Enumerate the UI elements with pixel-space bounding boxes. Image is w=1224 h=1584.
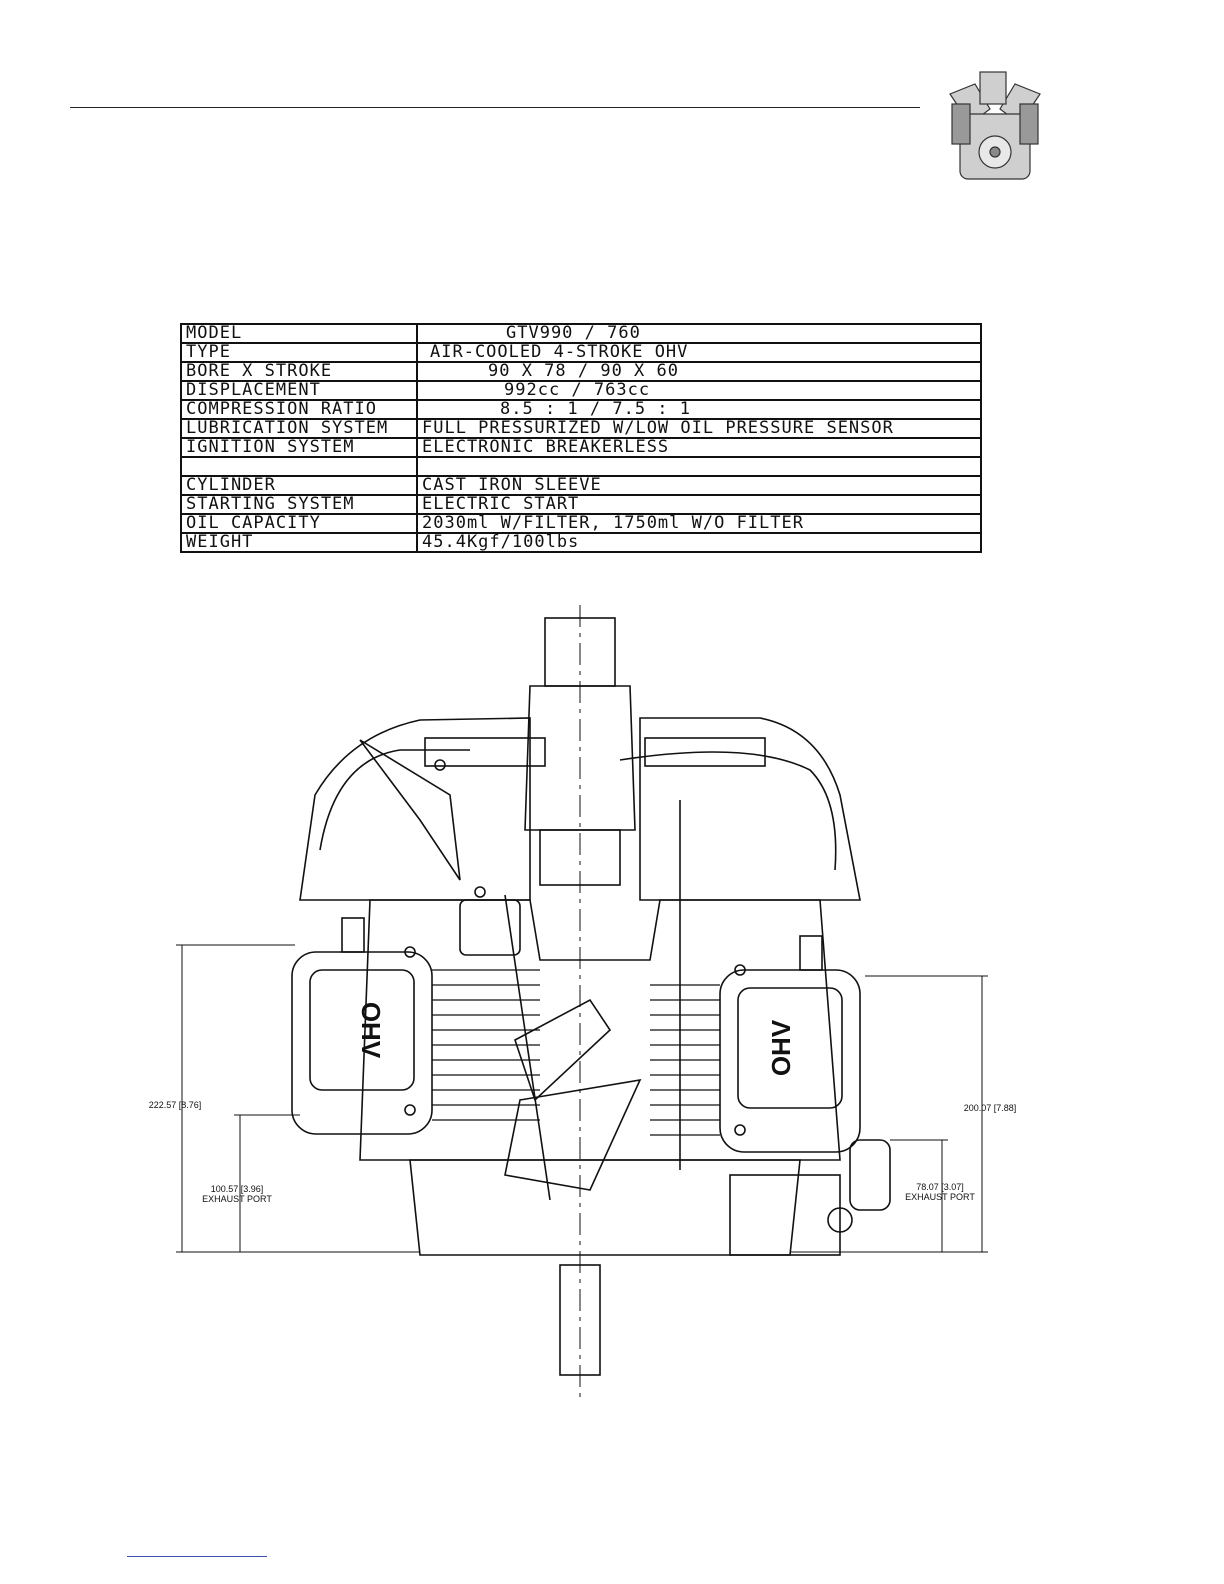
footer-link-rule <box>127 1556 267 1557</box>
table-row: OIL CAPACITY 2030ml W/FILTER, 1750ml W/O… <box>180 513 982 534</box>
valve-cover-label-left: OHV <box>356 1002 386 1059</box>
dim-right-overall: 200.07 [7.88] <box>963 1103 1017 1113</box>
spec-label: IGNITION SYSTEM <box>180 437 418 458</box>
spec-label: STARTING SYSTEM <box>180 494 418 515</box>
spec-value: FULL PRESSURIZED W/LOW OIL PRESSURE SENS… <box>416 418 982 439</box>
table-row: COMPRESSION RATIO 8.5 : 1 / 7.5 : 1 <box>180 399 982 420</box>
spec-table: MODEL GTV990 / 760 TYPE AIR-COOLED 4-STR… <box>180 323 982 553</box>
spec-label: LUBRICATION SYSTEM <box>180 418 418 439</box>
spec-value: 90 X 78 / 90 X 60 <box>416 361 982 382</box>
spec-label: TYPE <box>180 342 418 363</box>
spec-label: DISPLACEMENT <box>180 380 418 401</box>
spec-value: 2030ml W/FILTER, 1750ml W/O FILTER <box>416 513 982 534</box>
spec-label: WEIGHT <box>180 532 418 553</box>
spec-value: ELECTRONIC BREAKERLESS <box>416 437 982 458</box>
table-row: DISPLACEMENT 992cc / 763cc <box>180 380 982 401</box>
spec-label <box>180 456 418 477</box>
engine-drawing-svg: OHV OHV <box>176 605 988 1400</box>
dim-left-exhaust-label: EXHAUST PORT <box>202 1194 272 1204</box>
table-row: LUBRICATION SYSTEM FULL PRESSURIZED W/LO… <box>180 418 982 439</box>
table-row: IGNITION SYSTEM ELECTRONIC BREAKERLESS <box>180 437 982 458</box>
spec-value: 992cc / 763cc <box>416 380 982 401</box>
table-row <box>180 456 982 477</box>
spec-value: AIR-COOLED 4-STROKE OHV <box>416 342 982 363</box>
spec-label: COMPRESSION RATIO <box>180 399 418 420</box>
spec-label: OIL CAPACITY <box>180 513 418 534</box>
spec-label: BORE X STROKE <box>180 361 418 382</box>
table-row: BORE X STROKE 90 X 78 / 90 X 60 <box>180 361 982 382</box>
engine-drawing: OHV OHV 222.57 [8.76] 100.57 [3.96] EXHA… <box>120 600 1060 1410</box>
spec-value: GTV990 / 760 <box>416 323 982 344</box>
table-row: CYLINDER CAST IRON SLEEVE <box>180 475 982 496</box>
dim-left-overall: 222.57 [8.76] <box>148 1100 202 1110</box>
engine-thumbnail <box>949 71 1041 180</box>
spec-value: CAST IRON SLEEVE <box>416 475 982 496</box>
dim-left-exhaust-value: 100.57 [3.96] <box>210 1184 264 1194</box>
spec-value: 8.5 : 1 / 7.5 : 1 <box>416 399 982 420</box>
dim-right-exhaust-value: 78.07 [3.07] <box>916 1182 964 1192</box>
spec-value: 45.4Kgf/100lbs <box>416 532 982 553</box>
table-row: STARTING SYSTEM ELECTRIC START <box>180 494 982 515</box>
table-row: MODEL GTV990 / 760 <box>180 323 982 344</box>
spec-value: ELECTRIC START <box>416 494 982 515</box>
spec-label: CYLINDER <box>180 475 418 496</box>
spec-value <box>416 456 982 477</box>
dim-right-exhaust-label: EXHAUST PORT <box>905 1192 975 1202</box>
header-rule <box>70 107 920 108</box>
table-row: TYPE AIR-COOLED 4-STROKE OHV <box>180 342 982 363</box>
spec-label: MODEL <box>180 323 418 344</box>
table-row: WEIGHT 45.4Kgf/100lbs <box>180 532 982 553</box>
valve-cover-label-right: OHV <box>766 1019 796 1076</box>
